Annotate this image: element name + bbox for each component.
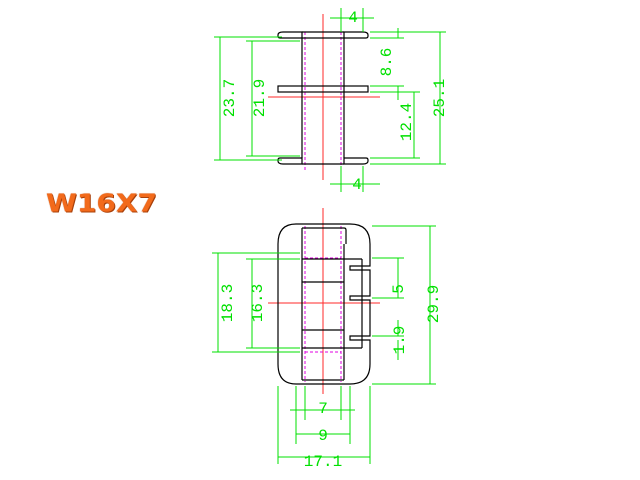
dim-side-12-4: 12.4: [398, 103, 416, 141]
dim-top-width-9: 9: [318, 427, 328, 445]
dim-top-slot-1-9: 1.9: [391, 326, 409, 355]
top-hidden-core: [304, 226, 342, 382]
bobbin-top-outline: [277, 223, 371, 385]
dim-side-25-1: 25.1: [431, 79, 449, 117]
dim-top-width-17-1: 17.1: [304, 453, 342, 471]
dim-top-18-3: 18.3: [219, 284, 237, 322]
part-title: W16X7: [46, 188, 157, 218]
dim-side-23-7: 23.7: [221, 79, 239, 117]
dim-top-29-9: 29.9: [425, 285, 443, 323]
bobbin-side-outline: [277, 31, 369, 165]
side-dimensions: 4 4 23.7 21.9 8.6 12.4 25.1: [214, 8, 449, 194]
dim-side-top-width: 4: [348, 9, 358, 27]
dim-side-bottom-width: 4: [352, 176, 362, 194]
top-view: 18.3 16.3 5 1.9 29.9 7 9 17.1: [212, 208, 443, 471]
top-dimensions: 18.3 16.3 5 1.9 29.9 7 9 17.1: [212, 225, 443, 471]
dim-top-16-3: 16.3: [249, 284, 267, 322]
dim-side-21-9: 21.9: [251, 79, 269, 117]
side-view: 4 4 23.7 21.9 8.6 12.4 25.1: [214, 8, 449, 194]
dim-side-8-6: 8.6: [378, 48, 396, 77]
dim-top-slot-5: 5: [390, 284, 408, 294]
dim-top-width-7: 7: [318, 400, 328, 418]
